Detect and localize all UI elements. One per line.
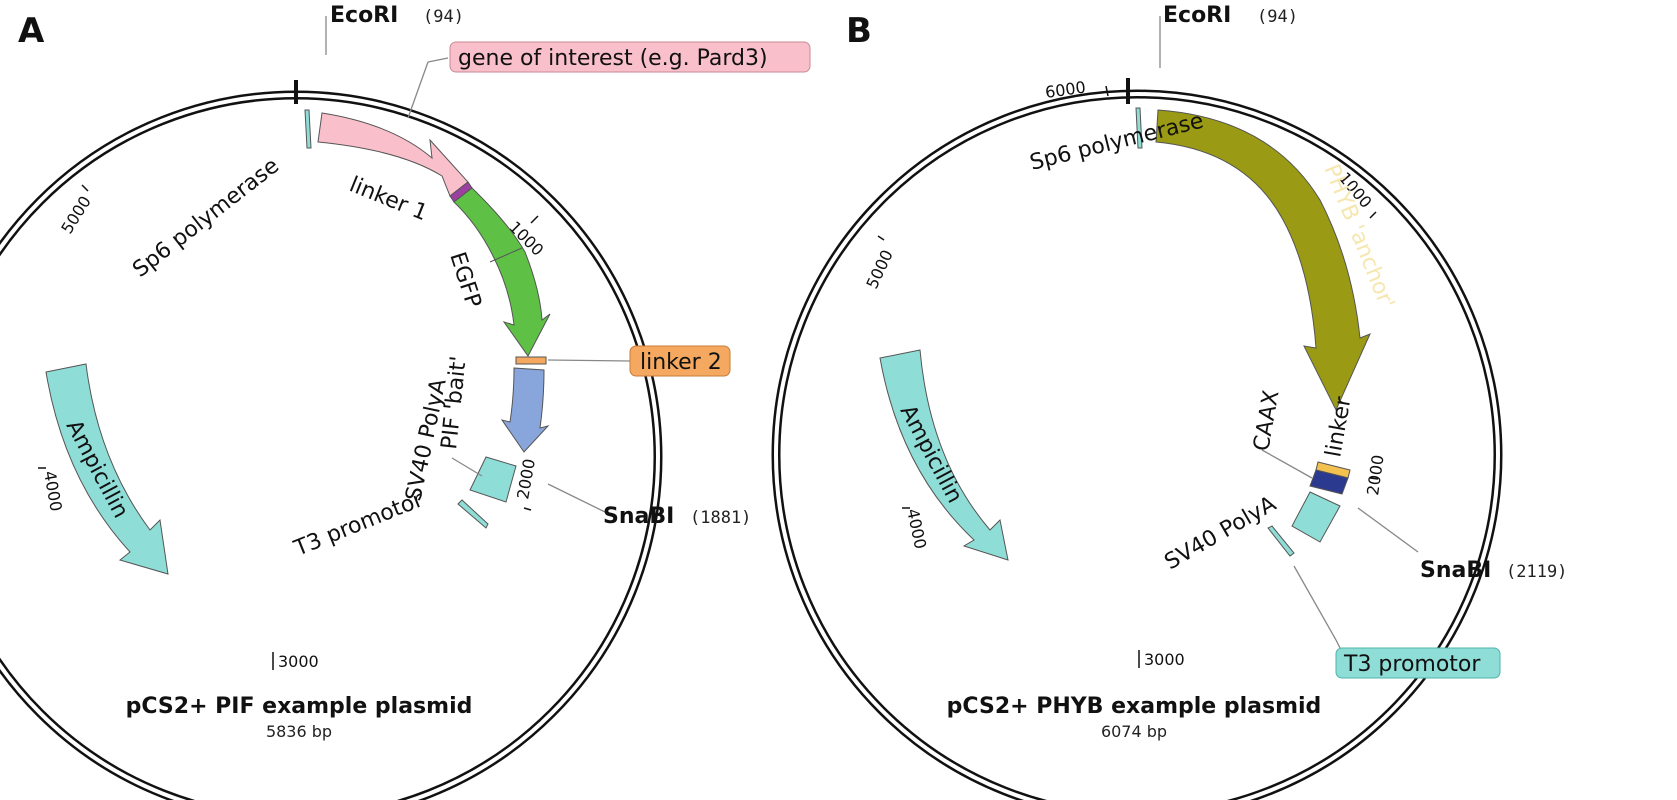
panel-b: B EcoRI (94) SnaBI (2119) 6000 1000 2000…	[771, 3, 1567, 800]
tick-label-a-3000: 3000	[278, 652, 319, 671]
sv40-polya-box-a	[469, 456, 517, 503]
caax-label-b: CAAX	[1249, 388, 1284, 453]
tick-mark-a-2000	[523, 507, 532, 511]
pif-bait-arrow	[500, 367, 550, 453]
tick-mark-b-2000	[1369, 477, 1379, 480]
tick-label-a-4000: 4000	[40, 469, 66, 512]
tick-label-a-2000: 2000	[513, 457, 539, 500]
linker1-label: linker 1	[346, 172, 431, 226]
gene-leader-2	[407, 61, 429, 119]
phyb-anchor-arrow	[1155, 109, 1371, 412]
ecori-label-b: EcoRI	[1163, 3, 1231, 28]
panel-letter-a: A	[18, 11, 45, 51]
egfp-label: EGFP	[444, 249, 485, 311]
sp6-mark-b	[1135, 107, 1143, 149]
gene-of-interest-label: gene of interest (e.g. Pard3)	[458, 46, 768, 71]
ampicillin-arrow-b	[879, 349, 1009, 561]
ecori-position-a: (94)	[423, 7, 464, 27]
gene-of-interest-box	[449, 41, 811, 73]
tick-label-b-5000: 5000	[862, 247, 896, 292]
tick-mark-a-1000	[530, 215, 539, 224]
panel-letter-b: B	[846, 11, 872, 51]
plasmid-ring-b-inner	[774, 92, 1500, 800]
snabi-leader-b	[1357, 507, 1419, 553]
tick-mark-b-1000	[1369, 211, 1377, 219]
tick-label-a-5000: 5000	[57, 193, 95, 238]
snabi-leader-a	[547, 483, 606, 513]
sv40-leader-a	[451, 457, 483, 477]
ampicillin-arrow-a	[45, 363, 169, 575]
plasmid-title-a: pCS2+ PIF example plasmid	[126, 694, 473, 719]
sv40-polya-label-b: SV40 PolyA	[1161, 491, 1281, 575]
tick-mark-b-6000	[1105, 85, 1109, 97]
caax-segment-b	[1309, 469, 1349, 495]
t3-leader-b-2	[1335, 639, 1341, 649]
panel-a: A EcoRI (94) SnaBI (1881) 1000 2000 3000…	[0, 3, 811, 800]
tick-label-b-3000: 3000	[1144, 650, 1185, 669]
ecori-position-b: (94)	[1257, 7, 1298, 27]
linker2-leader	[547, 359, 631, 362]
plasmid-size-b: 6074 bp	[1101, 722, 1167, 741]
snabi-position-b: (2119)	[1506, 562, 1567, 582]
tick-mark-b-5000	[877, 235, 885, 241]
egfp-divider	[489, 247, 523, 263]
linker2-segment-a	[515, 356, 547, 365]
gene-leader-1	[427, 57, 449, 63]
sv40-polya-box-b	[1291, 491, 1341, 543]
t3-promotor-mark-b	[1267, 525, 1295, 557]
linker2-label: linker 2	[640, 350, 722, 375]
t3-promotor-label-b: T3 promotor	[1343, 652, 1481, 677]
ecori-label-a: EcoRI	[330, 3, 398, 28]
caax-leader-b	[1261, 449, 1313, 479]
tick-label-b-4000: 4000	[903, 507, 930, 551]
plasmid-title-b: pCS2+ PHYB example plasmid	[947, 694, 1322, 719]
snabi-label-a: SnaBI	[603, 504, 674, 529]
sp6-mark-a	[304, 109, 312, 149]
t3-promotor-box-b	[1335, 647, 1501, 679]
egfp-arrow	[453, 187, 551, 357]
linker-label-b: linker	[1321, 394, 1356, 459]
t3-leader-b-1	[1293, 565, 1337, 641]
plasmid-size-a: 5836 bp	[266, 722, 332, 741]
tick-mark-a-5000	[81, 184, 89, 192]
sp6-polymerase-label-a: Sp6 polymerase	[128, 153, 284, 282]
t3-promotor-label-a: T3 promotor	[290, 487, 428, 562]
snabi-label-b: SnaBI	[1420, 558, 1491, 583]
tick-label-b-2000: 2000	[1363, 454, 1387, 497]
snabi-position-a: (1881)	[690, 508, 751, 528]
t3-promotor-mark-a	[457, 499, 489, 529]
